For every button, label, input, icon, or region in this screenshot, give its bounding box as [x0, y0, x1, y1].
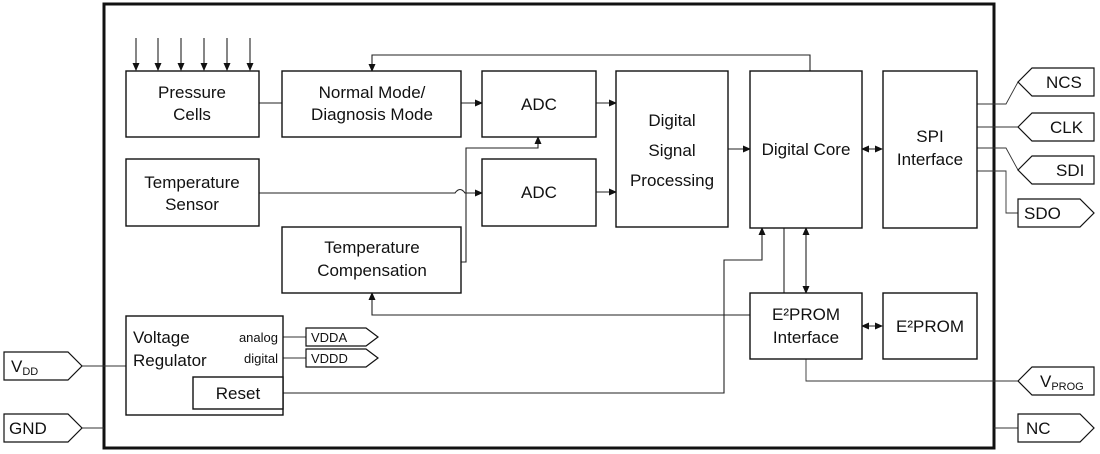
adc-bottom-label: ADC	[521, 183, 557, 202]
pin-sdi: SDI	[1017, 155, 1095, 185]
adc-top-block: ADC	[481, 70, 597, 138]
spi-interface-block: SPI Interface	[882, 70, 978, 229]
pin-clk-label: CLK	[1050, 118, 1084, 137]
dsp-label-1: Digital	[648, 111, 695, 130]
pin-sdo-label: SDO	[1024, 204, 1061, 223]
vdda-tag: VDDA	[305, 327, 379, 347]
temp-sensor-label-2: Sensor	[165, 195, 219, 214]
signal-connections	[82, 54, 1019, 429]
digital-core-block: Digital Core	[749, 70, 863, 229]
pressure-cells-label-2: Cells	[173, 105, 211, 124]
eeprom-interface-label-1: E²PROM	[772, 305, 840, 324]
chip-frame	[102, 2, 996, 450]
pin-sdo: SDO	[1017, 198, 1095, 228]
regulator-analog-label: analog	[239, 330, 278, 345]
temperature-compensation-block: Temperature Compensation	[281, 226, 462, 294]
pin-sdi-label: SDI	[1056, 161, 1084, 180]
vddd-label: VDDD	[311, 351, 348, 366]
pin-vdd-label: VDD	[11, 357, 38, 378]
reset-label: Reset	[216, 384, 261, 403]
pin-vprog-main: V	[1040, 372, 1052, 391]
pin-vprog: VPROG	[1017, 366, 1095, 396]
eeprom-block: E²PROM	[882, 292, 978, 360]
temp-comp-label-1: Temperature	[324, 238, 419, 257]
temperature-sensor-block: Temperature Sensor	[125, 158, 260, 227]
eeprom-interface-block: E²PROM Interface	[749, 292, 863, 360]
pin-vdd-sub: DD	[22, 366, 38, 378]
digital-core-label: Digital Core	[762, 140, 851, 159]
mode-switch-block: Normal Mode/ Diagnosis Mode	[281, 70, 462, 138]
voltage-regulator-label-2: Regulator	[133, 351, 207, 370]
regulator-digital-label: digital	[244, 351, 278, 366]
temp-sensor-label-1: Temperature	[144, 173, 239, 192]
pin-vdd: VDD	[3, 351, 83, 381]
spi-label-2: Interface	[897, 150, 963, 169]
temp-comp-label-2: Compensation	[317, 261, 427, 280]
pin-gnd: GND	[3, 413, 83, 443]
eeprom-label: E²PROM	[896, 317, 964, 336]
mode-switch-label-2: Diagnosis Mode	[311, 105, 433, 124]
pin-vprog-label: VPROG	[1040, 372, 1084, 393]
dsp-label-3: Processing	[630, 171, 714, 190]
pin-vdd-main: V	[11, 357, 23, 376]
pin-ncs-label: NCS	[1046, 73, 1082, 92]
pin-gnd-label: GND	[9, 419, 47, 438]
mode-switch-label-1: Normal Mode/	[319, 83, 426, 102]
pin-nc-label: NC	[1026, 419, 1051, 438]
pressure-input-arrows	[132, 38, 254, 71]
vddd-tag: VDDD	[305, 348, 379, 368]
dsp-label-2: Signal	[648, 141, 695, 160]
spi-label-1: SPI	[916, 127, 943, 146]
pin-clk: CLK	[1017, 112, 1095, 142]
adc-top-label: ADC	[521, 95, 557, 114]
pin-nc: NC	[1017, 413, 1095, 443]
adc-bottom-block: ADC	[481, 158, 597, 227]
vdda-label: VDDA	[311, 330, 347, 345]
pin-ncs: NCS	[1017, 67, 1095, 97]
eeprom-interface-label-2: Interface	[773, 328, 839, 347]
pressure-cells-label-1: Pressure	[158, 83, 226, 102]
pressure-cells-block: Pressure Cells	[125, 70, 260, 138]
reset-block: Reset	[192, 376, 284, 410]
voltage-regulator-label-1: Voltage	[133, 328, 190, 347]
pin-vprog-sub: PROG	[1051, 381, 1083, 393]
dsp-block: Digital Signal Processing	[615, 70, 729, 228]
